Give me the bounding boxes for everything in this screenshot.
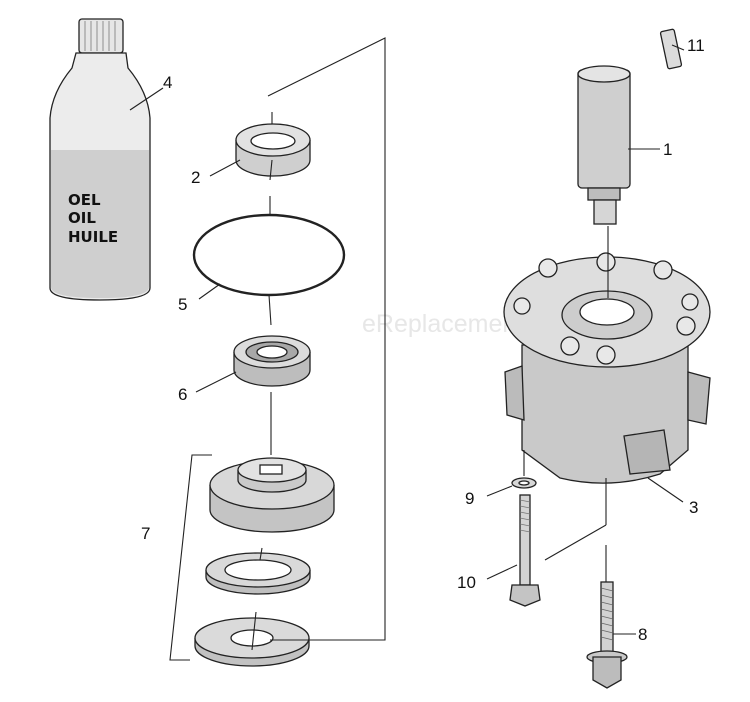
callout-3: 3 <box>689 498 698 517</box>
oil-bottle-part: OEL OIL HUILE <box>49 18 151 301</box>
washer-part <box>194 617 310 667</box>
bottle-label-line-3: HUILE <box>68 228 118 246</box>
bottle-label-line-2: OIL <box>68 209 96 227</box>
callout-9: 9 <box>465 489 474 508</box>
housing-part <box>503 252 711 484</box>
ball-bearing-part <box>233 335 311 387</box>
shaft-part <box>577 65 631 225</box>
small-washer-part <box>511 477 537 489</box>
bottle-label-line-1: OEL <box>68 191 101 209</box>
long-bolt-part <box>509 494 541 607</box>
flange-bolt-part <box>586 581 628 689</box>
seal-ring-part <box>235 123 311 177</box>
callout-10: 10 <box>457 573 476 592</box>
callout-11: 11 <box>687 36 705 55</box>
thrust-bearing-part <box>205 552 311 595</box>
flange-part <box>209 457 335 533</box>
callout-1: 1 <box>663 140 672 159</box>
callout-7: 7 <box>141 524 150 543</box>
key-part <box>659 28 683 70</box>
callout-4: 4 <box>163 73 172 92</box>
bracket-7 <box>169 454 212 661</box>
o-ring-part <box>192 213 346 297</box>
assembly-lines <box>251 37 609 651</box>
callout-6: 6 <box>178 385 187 404</box>
callout-2: 2 <box>191 168 200 187</box>
callout-leaders <box>129 44 685 635</box>
callout-8: 8 <box>638 625 647 644</box>
callout-5: 5 <box>178 295 187 314</box>
